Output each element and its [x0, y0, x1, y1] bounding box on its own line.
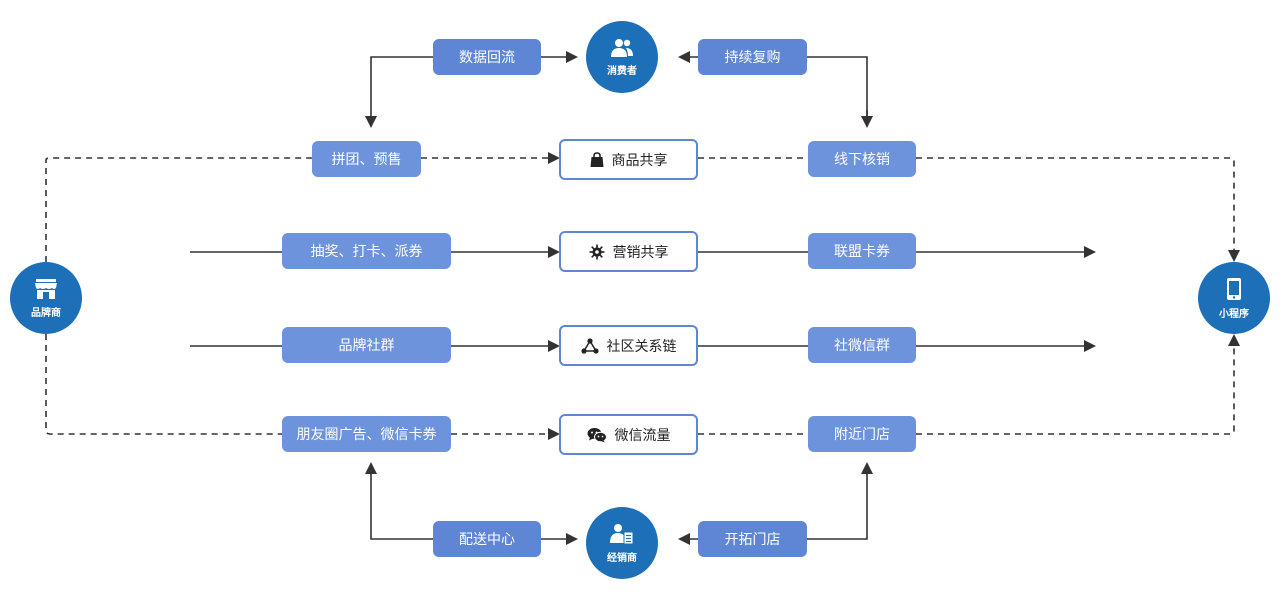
miniapp-node: 小程序 — [1198, 262, 1270, 334]
row4-hub-label: 微信流量 — [614, 427, 671, 444]
open-store-pill: 开拓门店 — [698, 521, 807, 557]
phone-icon — [1227, 277, 1241, 300]
gear-bug-icon — [589, 244, 604, 259]
row3-hub: 社区关系链 — [559, 325, 698, 366]
row2-hub-label: 营销共享 — [612, 244, 669, 261]
arrow-data-return — [365, 56, 433, 128]
dash-outer-bottom — [45, 334, 282, 435]
row2-right-pill: 联盟卡券 — [808, 233, 916, 269]
row2-left-pill: 抽奖、打卡、派券 — [282, 233, 451, 269]
brand-label: 品牌商 — [31, 307, 61, 319]
row4-right-pill: 附近门店 — [808, 416, 916, 452]
distributor-node: 经销商 — [586, 507, 658, 579]
row3-hub-label: 社区关系链 — [606, 338, 677, 355]
consumer-label: 消费者 — [607, 65, 637, 77]
shopping-bag-icon — [590, 151, 603, 167]
miniapp-label: 小程序 — [1219, 308, 1249, 320]
row2-hub: 营销共享 — [559, 231, 698, 272]
brand-node: 品牌商 — [10, 262, 82, 334]
arrow-delivery — [365, 462, 433, 540]
row1-hub: 商品共享 — [559, 139, 698, 180]
distributor-label: 经销商 — [607, 552, 637, 564]
wechat-icon — [587, 427, 607, 442]
row3-left-pill: 品牌社群 — [282, 327, 451, 363]
data-return-pill: 数据回流 — [433, 39, 541, 75]
consumer-node: 消费者 — [586, 21, 658, 93]
row1-right-pill: 线下核销 — [808, 141, 916, 177]
store-icon — [35, 278, 57, 299]
dash-outer-top — [45, 157, 312, 262]
user-doc-icon — [610, 523, 634, 544]
row3-right-pill: 社微信群 — [808, 327, 916, 363]
row4-hub: 微信流量 — [559, 414, 698, 455]
dash-row1-end — [916, 157, 1240, 262]
network-icon — [580, 337, 599, 354]
row1-left-pill: 拼团、预售 — [312, 141, 421, 177]
repurchase-pill: 持续复购 — [698, 39, 807, 75]
users-icon — [611, 38, 633, 57]
delivery-center-pill: 配送中心 — [433, 521, 541, 557]
row4-left-pill: 朋友圈广告、微信卡券 — [282, 416, 451, 452]
row1-hub-label: 商品共享 — [611, 152, 668, 169]
arrow-repurchase — [807, 56, 868, 126]
